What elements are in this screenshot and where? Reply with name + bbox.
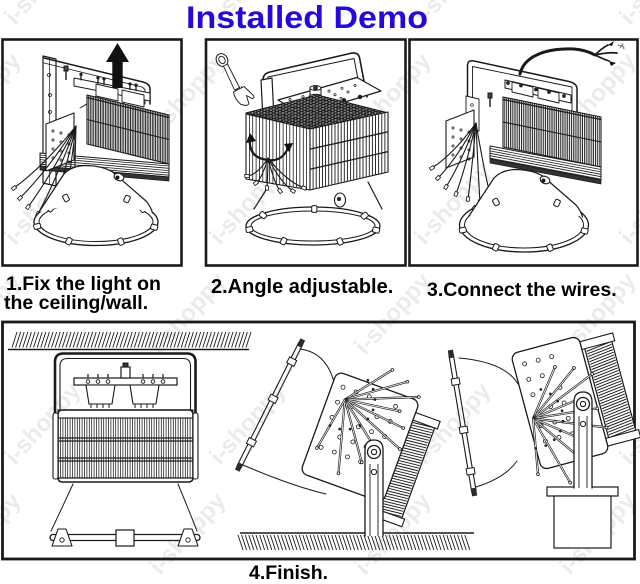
svg-text:the ceiling/wall.: the ceiling/wall.	[4, 292, 148, 314]
svg-text:1.Fix the light on: 1.Fix the light on	[6, 273, 161, 295]
svg-text:4.Finish.: 4.Finish.	[249, 562, 328, 584]
svg-text:2.Angle adjustable.: 2.Angle adjustable.	[211, 276, 393, 298]
svg-text:Installed Demo: Installed Demo	[186, 0, 428, 35]
svg-text:3.Connect the wires.: 3.Connect the wires.	[427, 279, 617, 301]
